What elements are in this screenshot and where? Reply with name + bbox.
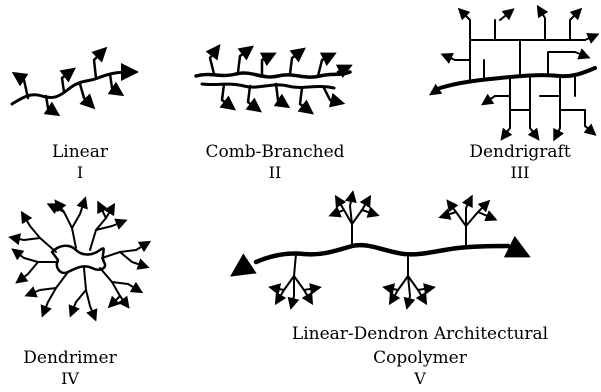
linear-polymer-diagram [12, 52, 130, 112]
linear-dendron-copolymer-diagram [240, 196, 520, 304]
label-linear: Linear [20, 142, 140, 162]
label-dendrimer: Dendrimer [0, 348, 140, 368]
numeral-linear: I [20, 164, 140, 182]
numeral-comb-branched: II [190, 164, 360, 182]
label-comb-branched: Comb-Branched [190, 142, 360, 162]
dendrimer-diagram [14, 202, 146, 316]
comb-branched-polymer-diagram [196, 50, 350, 110]
label-dendrigraft: Dendrigraft [450, 142, 590, 162]
label-linear-dendron-line2: Copolymer [270, 348, 570, 368]
numeral-dendrigraft: III [450, 164, 590, 182]
numeral-dendrimer: IV [0, 370, 140, 388]
numeral-linear-dendron: V [270, 370, 570, 388]
label-linear-dendron-line1: Linear-Dendron Architectural [270, 324, 570, 344]
dendrigraft-polymer-diagram [434, 10, 595, 136]
